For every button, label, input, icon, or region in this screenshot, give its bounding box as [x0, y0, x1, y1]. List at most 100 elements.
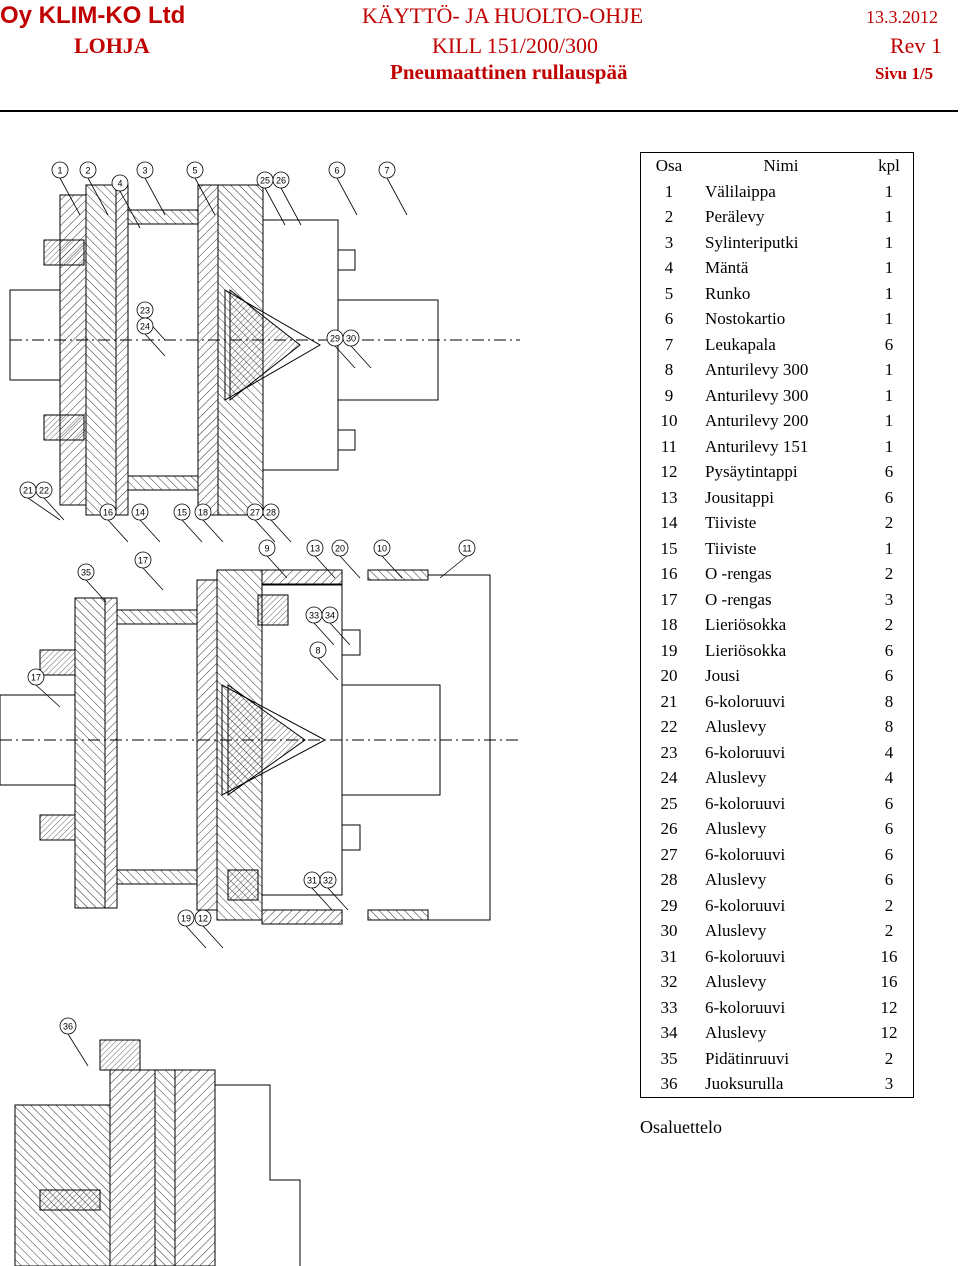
part-balloon: 12	[194, 909, 212, 927]
part-name-cell: 6-koloruuvi	[705, 844, 786, 864]
balloon-circle	[79, 161, 97, 179]
document-title: KÄYTTÖ- JA HUOLTO-OHJE	[362, 3, 644, 28]
part-quantity-cell: 1	[884, 309, 894, 328]
part-quantity-cell: 1	[884, 258, 894, 277]
part-number-cell: 28	[660, 870, 678, 889]
leader-line	[317, 657, 339, 681]
balloon-label: 15	[177, 508, 187, 518]
balloon-circle	[177, 909, 195, 927]
part-number-cell: 23	[660, 742, 678, 762]
base-block-section	[14, 1104, 111, 1266]
balloon-label: 30	[346, 334, 356, 344]
roller-housing-section	[174, 1069, 216, 1266]
table-row: 23 6-koloruuvi 4	[641, 740, 914, 766]
lifting-cone-section	[229, 288, 301, 402]
part-balloon: 1	[51, 161, 69, 179]
jaw-outline	[337, 220, 439, 470]
part-number-cell: 9	[664, 385, 674, 405]
part-quantity-cell: 4	[884, 742, 894, 762]
shaft-outline	[0, 694, 76, 786]
part-quantity-cell: 2	[884, 564, 894, 583]
sensor-plate-section	[261, 569, 343, 585]
part-name-cell: Jousitappi	[705, 487, 774, 507]
balloon-label: 11	[462, 544, 471, 554]
part-number-cell: 19	[660, 640, 678, 660]
part-balloon: 29	[326, 329, 344, 347]
part-number-cell: 11	[660, 436, 678, 456]
part-balloon: 2	[79, 161, 97, 179]
piston-bottom-section	[116, 869, 198, 885]
part-name-cell: Anturilevy 300	[705, 385, 809, 405]
balloon-circle	[194, 909, 212, 927]
part-quantity-cell: 8	[884, 717, 894, 736]
part-balloon: 32	[319, 871, 337, 889]
balloon-label: 9	[264, 544, 269, 554]
leader-line	[334, 345, 356, 369]
part-number-cell: 29	[660, 895, 678, 915]
part-quantity-cell: 3	[884, 1074, 894, 1093]
part-quantity-cell: 1	[884, 181, 894, 201]
part-name-cell: 6-koloruuvi	[705, 742, 786, 762]
part-name-cell: Leukapala	[705, 334, 776, 354]
leader-line	[27, 497, 61, 521]
part-name-cell: 6-koloruuvi	[705, 793, 786, 813]
part-quantity-cell: 2	[884, 1048, 894, 1068]
part-balloon: 27	[246, 503, 264, 521]
part-balloon: 25	[256, 171, 274, 189]
part-number-cell: 32	[660, 972, 678, 991]
part-number-cell: 21	[660, 691, 678, 711]
part-quantity-cell: 1	[884, 411, 894, 430]
part-name-cell: Tiiviste	[705, 538, 757, 558]
part-number-cell: 33	[660, 997, 678, 1017]
balloon-circle	[77, 563, 95, 581]
part-quantity-cell: 4	[884, 768, 894, 787]
column-header-kpl: kpl	[878, 156, 900, 175]
balloon-label: 34	[325, 611, 335, 621]
part-balloon: 6	[328, 161, 346, 179]
balloon-label: 17	[138, 556, 148, 566]
part-balloon: 26	[272, 171, 290, 189]
balloon-circle	[173, 503, 191, 521]
balloon-circle	[342, 329, 360, 347]
part-balloon: 10	[373, 539, 391, 557]
part-number-cell: 5	[664, 283, 674, 303]
leader-line	[264, 187, 286, 226]
part-balloon: 30	[342, 329, 360, 347]
part-name-cell: Aluslevy	[705, 921, 767, 940]
leader-line	[35, 684, 61, 708]
balloon-label: 27	[250, 508, 260, 518]
part-name-cell: Lieriösokka	[705, 615, 787, 634]
balloon-label: 5	[192, 166, 197, 176]
header-divider	[0, 110, 958, 112]
part-quantity-cell: 12	[880, 1023, 898, 1042]
part-name-cell: Aluslevy	[705, 819, 767, 838]
part-balloon: 11	[458, 539, 476, 557]
balloon-circle	[35, 481, 53, 499]
part-name-cell: Sylinteriputki	[705, 232, 799, 252]
part-number-cell: 2	[664, 207, 674, 226]
part-name-cell: 6-koloruuvi	[705, 895, 786, 915]
roller-housing-section	[154, 1069, 176, 1266]
part-balloon: 35	[77, 563, 95, 581]
part-quantity-cell: 6	[884, 640, 894, 660]
balloon-label: 25	[260, 176, 270, 186]
leader-line	[67, 1033, 89, 1067]
balloon-label: 12	[198, 914, 208, 924]
part-quantity-cell: 6	[884, 870, 894, 889]
part-number-cell: 8	[664, 360, 674, 379]
